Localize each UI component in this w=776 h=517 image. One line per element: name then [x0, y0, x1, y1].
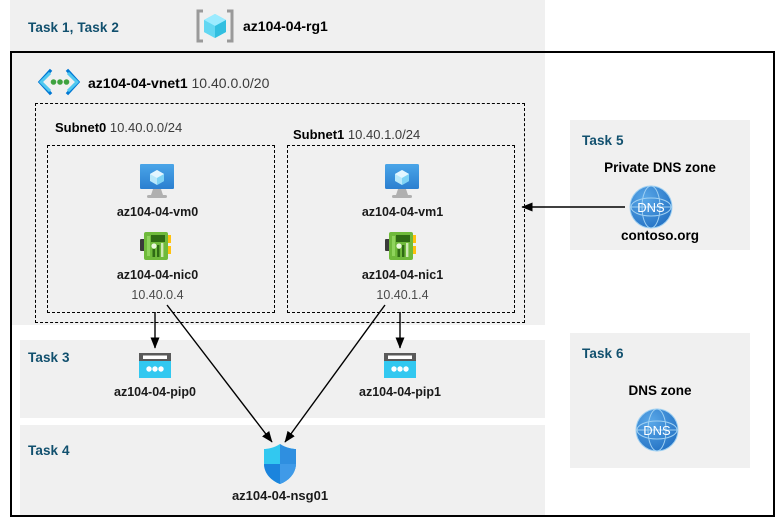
subnet0-boundary	[47, 145, 275, 313]
nic0-ip: 10.40.0.4	[131, 288, 184, 302]
vm0-label: az104-04-vm0	[116, 205, 199, 219]
subnet1-name: Subnet1	[293, 127, 345, 142]
virtual-network-panel	[12, 53, 545, 325]
subnet1-header: Subnet1 10.40.1.0/24	[293, 127, 420, 142]
dns-zone-title: DNS zone	[628, 383, 692, 398]
nsg-label: az104-04-nsg01	[231, 488, 329, 503]
resource-group-cube-icon	[196, 8, 234, 44]
network-interface-icon	[384, 229, 418, 263]
vnet-address-space-boundary	[35, 103, 525, 323]
network-security-group-shield-icon	[262, 443, 298, 485]
vnet-header: az104-04-vnet1 10.40.0.0/20	[88, 75, 269, 91]
svg-text:DNS: DNS	[643, 423, 671, 438]
nic1-ip: 10.40.1.4	[376, 288, 429, 302]
private-dns-zone-panel	[570, 120, 750, 250]
public-ip-address-icon	[383, 352, 417, 380]
resource-group-name: az104-04-rg1	[243, 18, 328, 34]
subnet0-name: Subnet0	[55, 120, 107, 135]
nic0-label: az104-04-nic0	[116, 268, 199, 282]
network-interface-icon	[139, 229, 173, 263]
dns-globe-icon: DNS	[629, 185, 673, 229]
vm1-label: az104-04-vm1	[361, 205, 444, 219]
virtual-network-icon	[36, 68, 82, 96]
dns-globe-icon: DNS	[635, 408, 679, 452]
task-label-3: Task 3	[28, 350, 70, 365]
task-label-5: Task 5	[582, 133, 624, 148]
subnet1-boundary	[287, 145, 515, 313]
virtual-machine-icon	[382, 162, 422, 200]
subnet0-cidr: 10.40.0.0/24	[109, 120, 183, 135]
task-label-4: Task 4	[28, 443, 70, 458]
task-label-1-2: Task 1, Task 2	[28, 20, 119, 35]
virtual-machine-icon	[137, 162, 177, 200]
pip0-label: az104-04-pip0	[114, 385, 196, 399]
subnet1-cidr: 10.40.1.0/24	[347, 127, 421, 142]
nic1-label: az104-04-nic1	[361, 268, 444, 282]
resource-group-band	[10, 0, 545, 51]
private-dns-zone-title: Private DNS zone	[604, 160, 716, 175]
task-label-6: Task 6	[582, 346, 624, 361]
subnet0-header: Subnet0 10.40.0.0/24	[55, 120, 182, 135]
svg-text:DNS: DNS	[637, 200, 665, 215]
private-dns-zone-name: contoso.org	[621, 228, 699, 243]
pip1-label: az104-04-pip1	[359, 385, 441, 399]
public-ip-panel	[20, 340, 545, 418]
vnet-cidr: 10.40.0.0/20	[191, 75, 270, 91]
vnet-name: az104-04-vnet1	[88, 75, 188, 91]
public-ip-address-icon	[138, 352, 172, 380]
